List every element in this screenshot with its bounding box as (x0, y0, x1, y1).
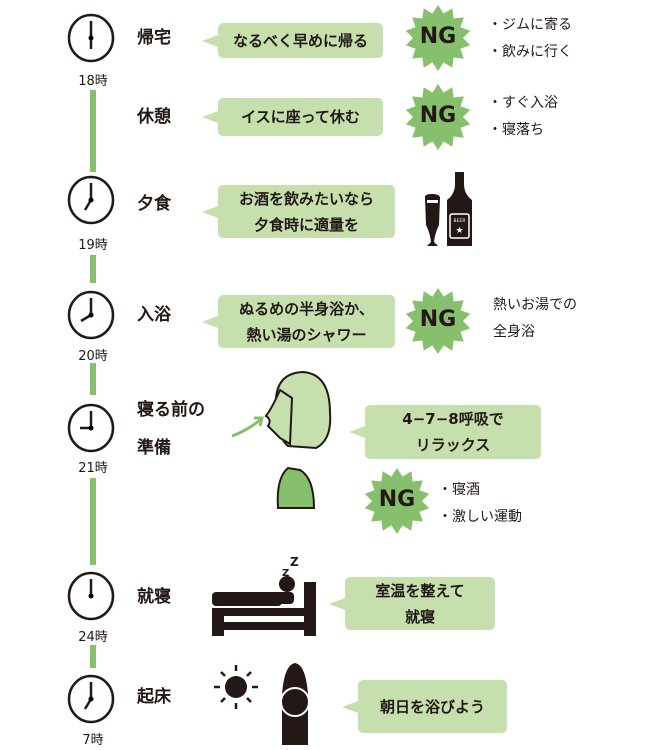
ng-list: ・ジムに寄る・飲みに行く (488, 12, 572, 66)
ng-item: 全身浴 (493, 324, 535, 340)
clock-icon (67, 571, 115, 621)
ng-text: NG (378, 487, 416, 512)
clock-icon (67, 290, 115, 340)
ng-text: NG (419, 103, 457, 128)
time-label: 21時 (78, 461, 108, 476)
advice-text: 熱い湯のシャワー (246, 325, 367, 344)
advice-bubble: ぬるめの半身浴か、熱い湯のシャワー (202, 295, 395, 348)
advice-text: なるべく早めに帰る (232, 31, 368, 50)
advice-bubble: なるべく早めに帰る (202, 23, 383, 58)
timeline-line (90, 478, 96, 565)
ng-list: ・すぐ入浴・寝落ち (488, 90, 558, 144)
activity-label: 入浴 (137, 305, 171, 325)
clock-icon (67, 403, 115, 453)
starburst-icon (405, 84, 471, 150)
activity-label: 準備 (137, 438, 171, 458)
time-label: 18時 (78, 74, 108, 89)
starburst-icon (405, 5, 471, 71)
time-label: 19時 (78, 238, 108, 253)
time-label: 7時 (82, 733, 104, 748)
activity-label: 起床 (137, 687, 171, 707)
advice-text: 朝日を浴びよう (379, 697, 485, 716)
ng-list: 熱いお湯での全身浴 (493, 292, 577, 346)
advice-text: 就寝 (404, 607, 435, 626)
sleeping-bed-icon: Z Z (212, 555, 316, 636)
breathing-woman-icon (231, 370, 332, 509)
advice-text: イスに座って休む (241, 108, 360, 126)
starburst-icon (405, 288, 471, 354)
advice-text: 4−7−8呼吸で (402, 410, 504, 428)
advice-text: 室温を整えて (375, 581, 465, 600)
ng-item: ・寝酒 (438, 482, 480, 498)
ng-item: ・飲みに行く (488, 44, 572, 60)
ng-list: ・寝酒・激しい運動 (438, 477, 522, 531)
timeline-line (90, 645, 96, 668)
advice-text: リラックス (415, 436, 491, 454)
timeline-line (90, 363, 96, 395)
bottle-label: BEER (454, 218, 466, 224)
activity-label: 休憩 (137, 107, 171, 127)
advice-bubble: お酒を飲みたいなら夕食時に適量を (202, 185, 395, 238)
timeline-line (90, 90, 96, 172)
time-label: 24時 (78, 630, 108, 645)
timeline-line (90, 255, 96, 283)
starburst-icon (364, 468, 430, 534)
clock-icon (67, 674, 115, 724)
ng-badge: NG (405, 288, 471, 354)
advice-bubble: イスに座って休む (202, 98, 383, 136)
ng-badge: NG (405, 5, 471, 71)
svg-text:Z: Z (282, 568, 289, 579)
sun-and-person-icon (214, 663, 310, 745)
ng-text: NG (419, 307, 457, 332)
clock-icon (67, 13, 115, 63)
ng-badge: NG (405, 84, 471, 150)
ng-badge: NG (364, 468, 430, 534)
advice-text: 夕食時に適量を (253, 215, 359, 234)
advice-text: お酒を飲みたいなら (238, 189, 374, 208)
advice-bubble: 朝日を浴びよう (342, 680, 507, 733)
advice-bubble: 室温を整えて就寝 (329, 577, 495, 630)
svg-text:★: ★ (455, 226, 463, 236)
ng-item: ・すぐ入浴 (488, 95, 558, 111)
activity-label: 寝る前の (137, 400, 205, 420)
ng-text: NG (419, 24, 457, 49)
advice-bubble: 4−7−8呼吸でリラックス (349, 405, 541, 459)
activity-label: 夕食 (137, 194, 171, 214)
advice-text: ぬるめの半身浴か、 (239, 299, 374, 318)
activity-label: 帰宅 (137, 28, 171, 48)
svg-text:Z: Z (290, 555, 299, 569)
ng-item: ・寝落ち (488, 122, 544, 138)
time-label: 20時 (78, 349, 108, 364)
ng-item: ・激しい運動 (438, 509, 522, 525)
ng-item: ・ジムに寄る (488, 17, 572, 33)
clock-icon (67, 175, 115, 225)
activity-label: 就寝 (137, 587, 171, 607)
ng-item: 熱いお湯での (493, 297, 577, 313)
beer-glass-and-bottle-icon: BEER ★ (424, 172, 472, 246)
